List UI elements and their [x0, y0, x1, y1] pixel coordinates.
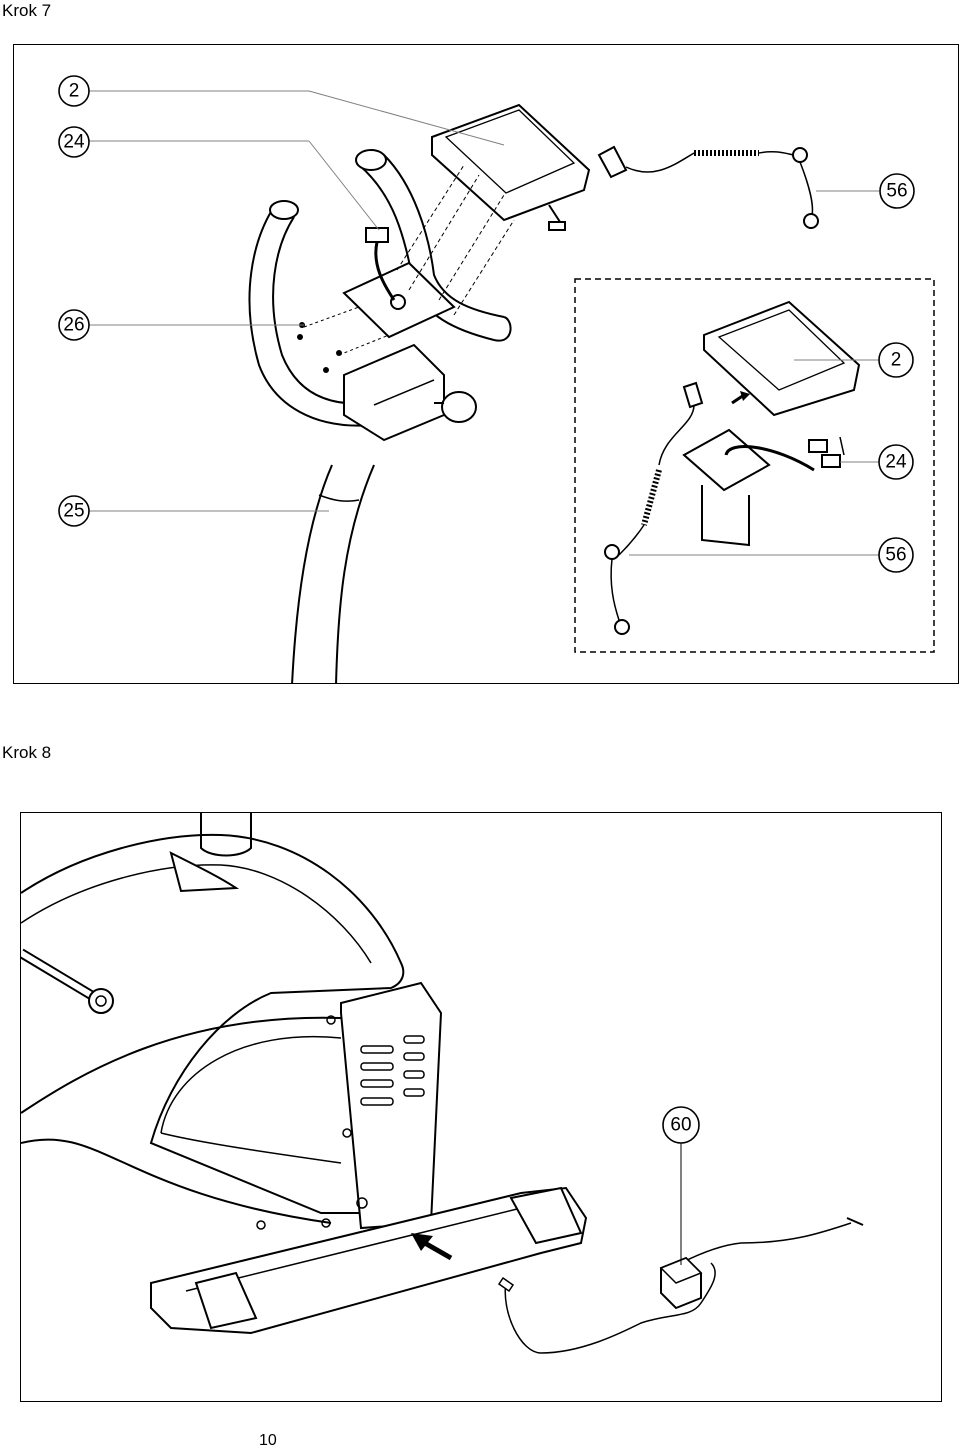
svg-text:56: 56	[886, 181, 907, 202]
svg-text:24: 24	[885, 452, 907, 473]
callout-56: 56	[879, 173, 915, 209]
step-7-title: Krok 7	[2, 1, 52, 20]
svg-text:2: 2	[69, 81, 80, 102]
callout-25: 25	[58, 495, 90, 527]
svg-text:25: 25	[63, 501, 84, 522]
callout-24: 24	[58, 126, 90, 158]
callout-2: 2	[58, 75, 90, 107]
step-8-illustration-panel: 60	[20, 812, 942, 1402]
svg-text:26: 26	[63, 315, 84, 336]
detail-callout-56: 56	[878, 537, 914, 573]
detail-callout-24: 24	[878, 444, 914, 480]
callout-60: 60	[662, 1106, 700, 1144]
page-number: 10	[259, 1432, 277, 1449]
svg-text:2: 2	[891, 350, 902, 371]
step-8-title: Krok 8	[2, 743, 52, 762]
step-7-illustration-panel: 2 24 26 25 56 2 24 56	[13, 44, 959, 684]
svg-text:56: 56	[885, 545, 906, 566]
step-8-drawing: 60	[21, 813, 864, 1354]
callout-26: 26	[58, 309, 90, 341]
svg-text:24: 24	[63, 132, 85, 153]
detail-callout-2: 2	[878, 342, 914, 378]
step-7-drawing: 2 24 26 25 56 2 24 56	[58, 75, 935, 683]
svg-text:60: 60	[670, 1115, 691, 1136]
